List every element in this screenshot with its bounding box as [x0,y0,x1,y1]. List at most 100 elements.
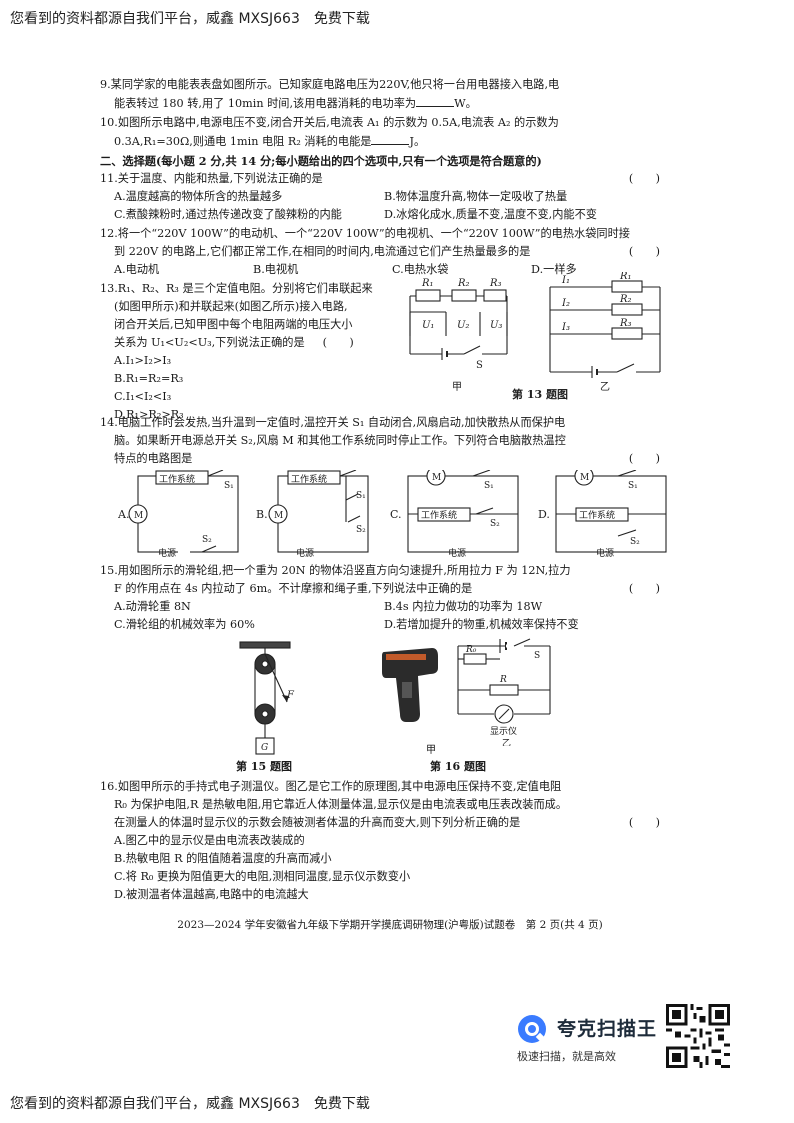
answer-paren[interactable]: ( ) [322,336,354,349]
svg-text:S₁: S₁ [628,481,638,491]
top-banner: 您看到的资料都源自我们平台，威鑫 MXSJ663 免费下载 [10,11,370,27]
svg-text:R₂: R₂ [619,294,632,305]
svg-text:R₃: R₃ [619,318,632,329]
svg-text:M: M [432,473,441,483]
label-yi: 乙 [502,738,511,746]
option-b[interactable]: B.热敏电阻 R 的阻值随着温度的升高而减小 [114,852,332,865]
question-13: 13.R₁、R₂、R₃ 是三个定值电阻。分别将它们串联起来 (如图甲所示)和并联… [100,280,400,424]
svg-text:工作系统: 工作系统 [421,509,457,521]
option-a[interactable]: A.I₁>I₂>I₃ [114,354,172,367]
option-d[interactable]: D.被测温者体温越高,电路中的电流越大 [114,888,309,901]
question-10: 10.如图所示电路中,电源电压不变,闭合开关后,电流表 A₁ 的示数为 0.5A… [100,114,670,151]
option-b[interactable]: B.电视机 [253,263,299,276]
label-r: R [499,675,507,685]
q9-line1: 9.某同学家的电能表表盘如图所示。已知家庭电路电压为220V,他只将一台用电器接… [100,78,560,91]
section-title: 二、选择题(每小题 2 分,共 14 分;每小题给出的四个选项中,只有一个选项是… [100,154,542,168]
label-u2: U₂ [457,320,469,331]
option-c[interactable]: C.滑轮组的机械效率为 60% [114,618,255,631]
label-r2: R₂ [457,278,470,289]
q15-caption: 第 15 题图 [236,760,292,773]
option-c[interactable]: C.I₁<I₂<I₃ [114,390,172,403]
option-a[interactable]: A.温度越高的物体所含的热量越多 [114,190,283,203]
svg-text:电源: 电源 [158,547,176,559]
label-display: 显示仪 [490,726,517,737]
svg-text:工作系统: 工作系统 [291,473,327,485]
option-b[interactable]: B.R₁=R₂=R₃ [114,372,184,385]
label-s: S [534,651,540,661]
option-c[interactable]: C.将 R₀ 更换为阻值更大的电阻,测相同温度,显示仪示数变小 [114,870,411,883]
svg-text:S₂: S₂ [490,519,500,529]
option-d[interactable]: D.一样多 [531,263,577,276]
svg-text:电源: 电源 [296,547,314,559]
label-r1: R₁ [421,278,434,289]
option-a[interactable]: A.电动机 [114,263,160,276]
answer-paren[interactable]: ( ) [628,816,660,829]
svg-text:S₁: S₁ [224,481,234,491]
label-s: S [476,360,483,371]
pulley-figure: F G [239,641,295,755]
label-u3: U₃ [490,320,502,331]
option-a[interactable]: A.图乙中的显示仪是由电流表改装成的 [114,834,305,847]
weight-label: G [261,743,268,753]
question-9: 9.某同学家的电能表表盘如图所示。已知家庭电路电压为220V,他只将一台用电器接… [100,76,670,113]
page-footer: 2023—2024 学年安徽省九年级下学期开学摸底调研物理(沪粤版)试题卷 第 … [177,919,603,931]
option-d[interactable]: D.冰熔化成水,质量不变,温度不变,内能不变 [384,208,597,221]
q11-stem: 11.关于温度、内能和热量,下列说法正确的是( ) [100,170,670,188]
question-15: 15.用如图所示的滑轮组,把一个重为 20N 的物体沿竖直方向匀速提升,所用拉力… [100,562,670,634]
option-b[interactable]: B. [256,508,268,521]
svg-text:S₂: S₂ [356,525,366,535]
question-11: 11.关于温度、内能和热量,下列说法正确的是( ) A.温度越高的物体所含的热量… [100,170,670,224]
thermometer-image [382,648,438,722]
svg-text:S₂: S₂ [630,537,640,547]
svg-text:S₂: S₂ [202,535,212,545]
svg-text:工作系统: 工作系统 [579,509,615,521]
svg-text:M: M [274,511,283,521]
option-c[interactable]: C. [390,508,402,521]
svg-text:电源: 电源 [596,547,614,559]
option-a[interactable]: A. [118,508,129,521]
scanner-logo: 夸克扫描王 极速扫描，就是高效 [515,1012,690,1072]
label-yi: 乙 [600,381,610,393]
answer-paren[interactable]: ( ) [628,172,660,185]
scanner-logo-icon [518,1015,546,1043]
q13-caption: 第 13 题图 [512,387,568,401]
answer-paren[interactable]: ( ) [628,245,660,258]
label-i3: I₃ [561,322,570,333]
svg-text:电源: 电源 [448,547,466,559]
q10-line1: 10.如图所示电路中,电源电压不变,闭合开关后,电流表 A₁ 的示数为 0.5A… [100,116,559,129]
option-a[interactable]: A.动滑轮重 8N [114,600,191,613]
logo-slogan: 极速扫描，就是高效 [517,1050,616,1063]
svg-text:R₁: R₁ [619,272,632,282]
svg-text:S₁: S₁ [356,491,366,501]
label-i1: I₁ [561,275,570,286]
option-d[interactable]: D.R₁>R₂>R₃ [114,408,184,421]
qr-code-icon[interactable] [666,1004,730,1068]
q14-figures: A. M 工作系统 S₁ S₂ 电源 B. M 工作系统 S₁ S₂ 电源 C.… [118,470,667,559]
answer-paren[interactable]: ( ) [628,452,660,465]
bottom-banner: 您看到的资料都源自我们平台，威鑫 MXSJ663 免费下载 [10,1096,370,1112]
svg-text:M: M [580,473,589,483]
question-14: 14.电脑工作时会发热,当升温到一定值时,温控开关 S₁ 自动闭合,风扇启动,加… [100,414,670,468]
option-d[interactable]: D.若增加提升的物重,机械效率保持不变 [384,618,579,631]
logo-name: 夸克扫描王 [557,1018,658,1040]
force-label: F [286,690,295,701]
q12-line2: 到 220V 的电路上,它们都正常工作,在相同的时间内,电流通过它们产生热量最多… [100,243,670,261]
question-12: 12.将一个“220V 100W”的电动机、一个“220V 100W”的电视机、… [100,225,670,279]
answer-blank[interactable] [416,94,455,107]
q12-line1: 12.将一个“220V 100W”的电动机、一个“220V 100W”的电视机、… [100,227,630,240]
option-d[interactable]: D. [538,508,550,521]
q13-figure: R₁ R₂ R₃ U₁ U₂ U₃ S 甲 I₁ I₂ I₃ R₁ R₂ R₃ … [409,272,661,401]
svg-text:工作系统: 工作系统 [159,473,195,485]
svg-text:M: M [134,511,143,521]
q16-circuit: R₀ S R 显示仪 乙 [457,638,551,746]
option-c[interactable]: C.电热水袋 [392,263,449,276]
label-jia: 甲 [426,745,436,756]
option-b[interactable]: B.物体温度升高,物体一定吸收了热量 [384,190,568,203]
answer-blank[interactable] [371,132,410,145]
label-r0: R₀ [465,645,477,655]
option-c[interactable]: C.煮酸辣粉时,通过热传递改变了酸辣粉的内能 [114,208,342,221]
option-b[interactable]: B.4s 内拉力做功的功率为 18W [384,600,543,613]
label-jia: 甲 [452,382,462,393]
answer-paren[interactable]: ( ) [628,582,660,595]
